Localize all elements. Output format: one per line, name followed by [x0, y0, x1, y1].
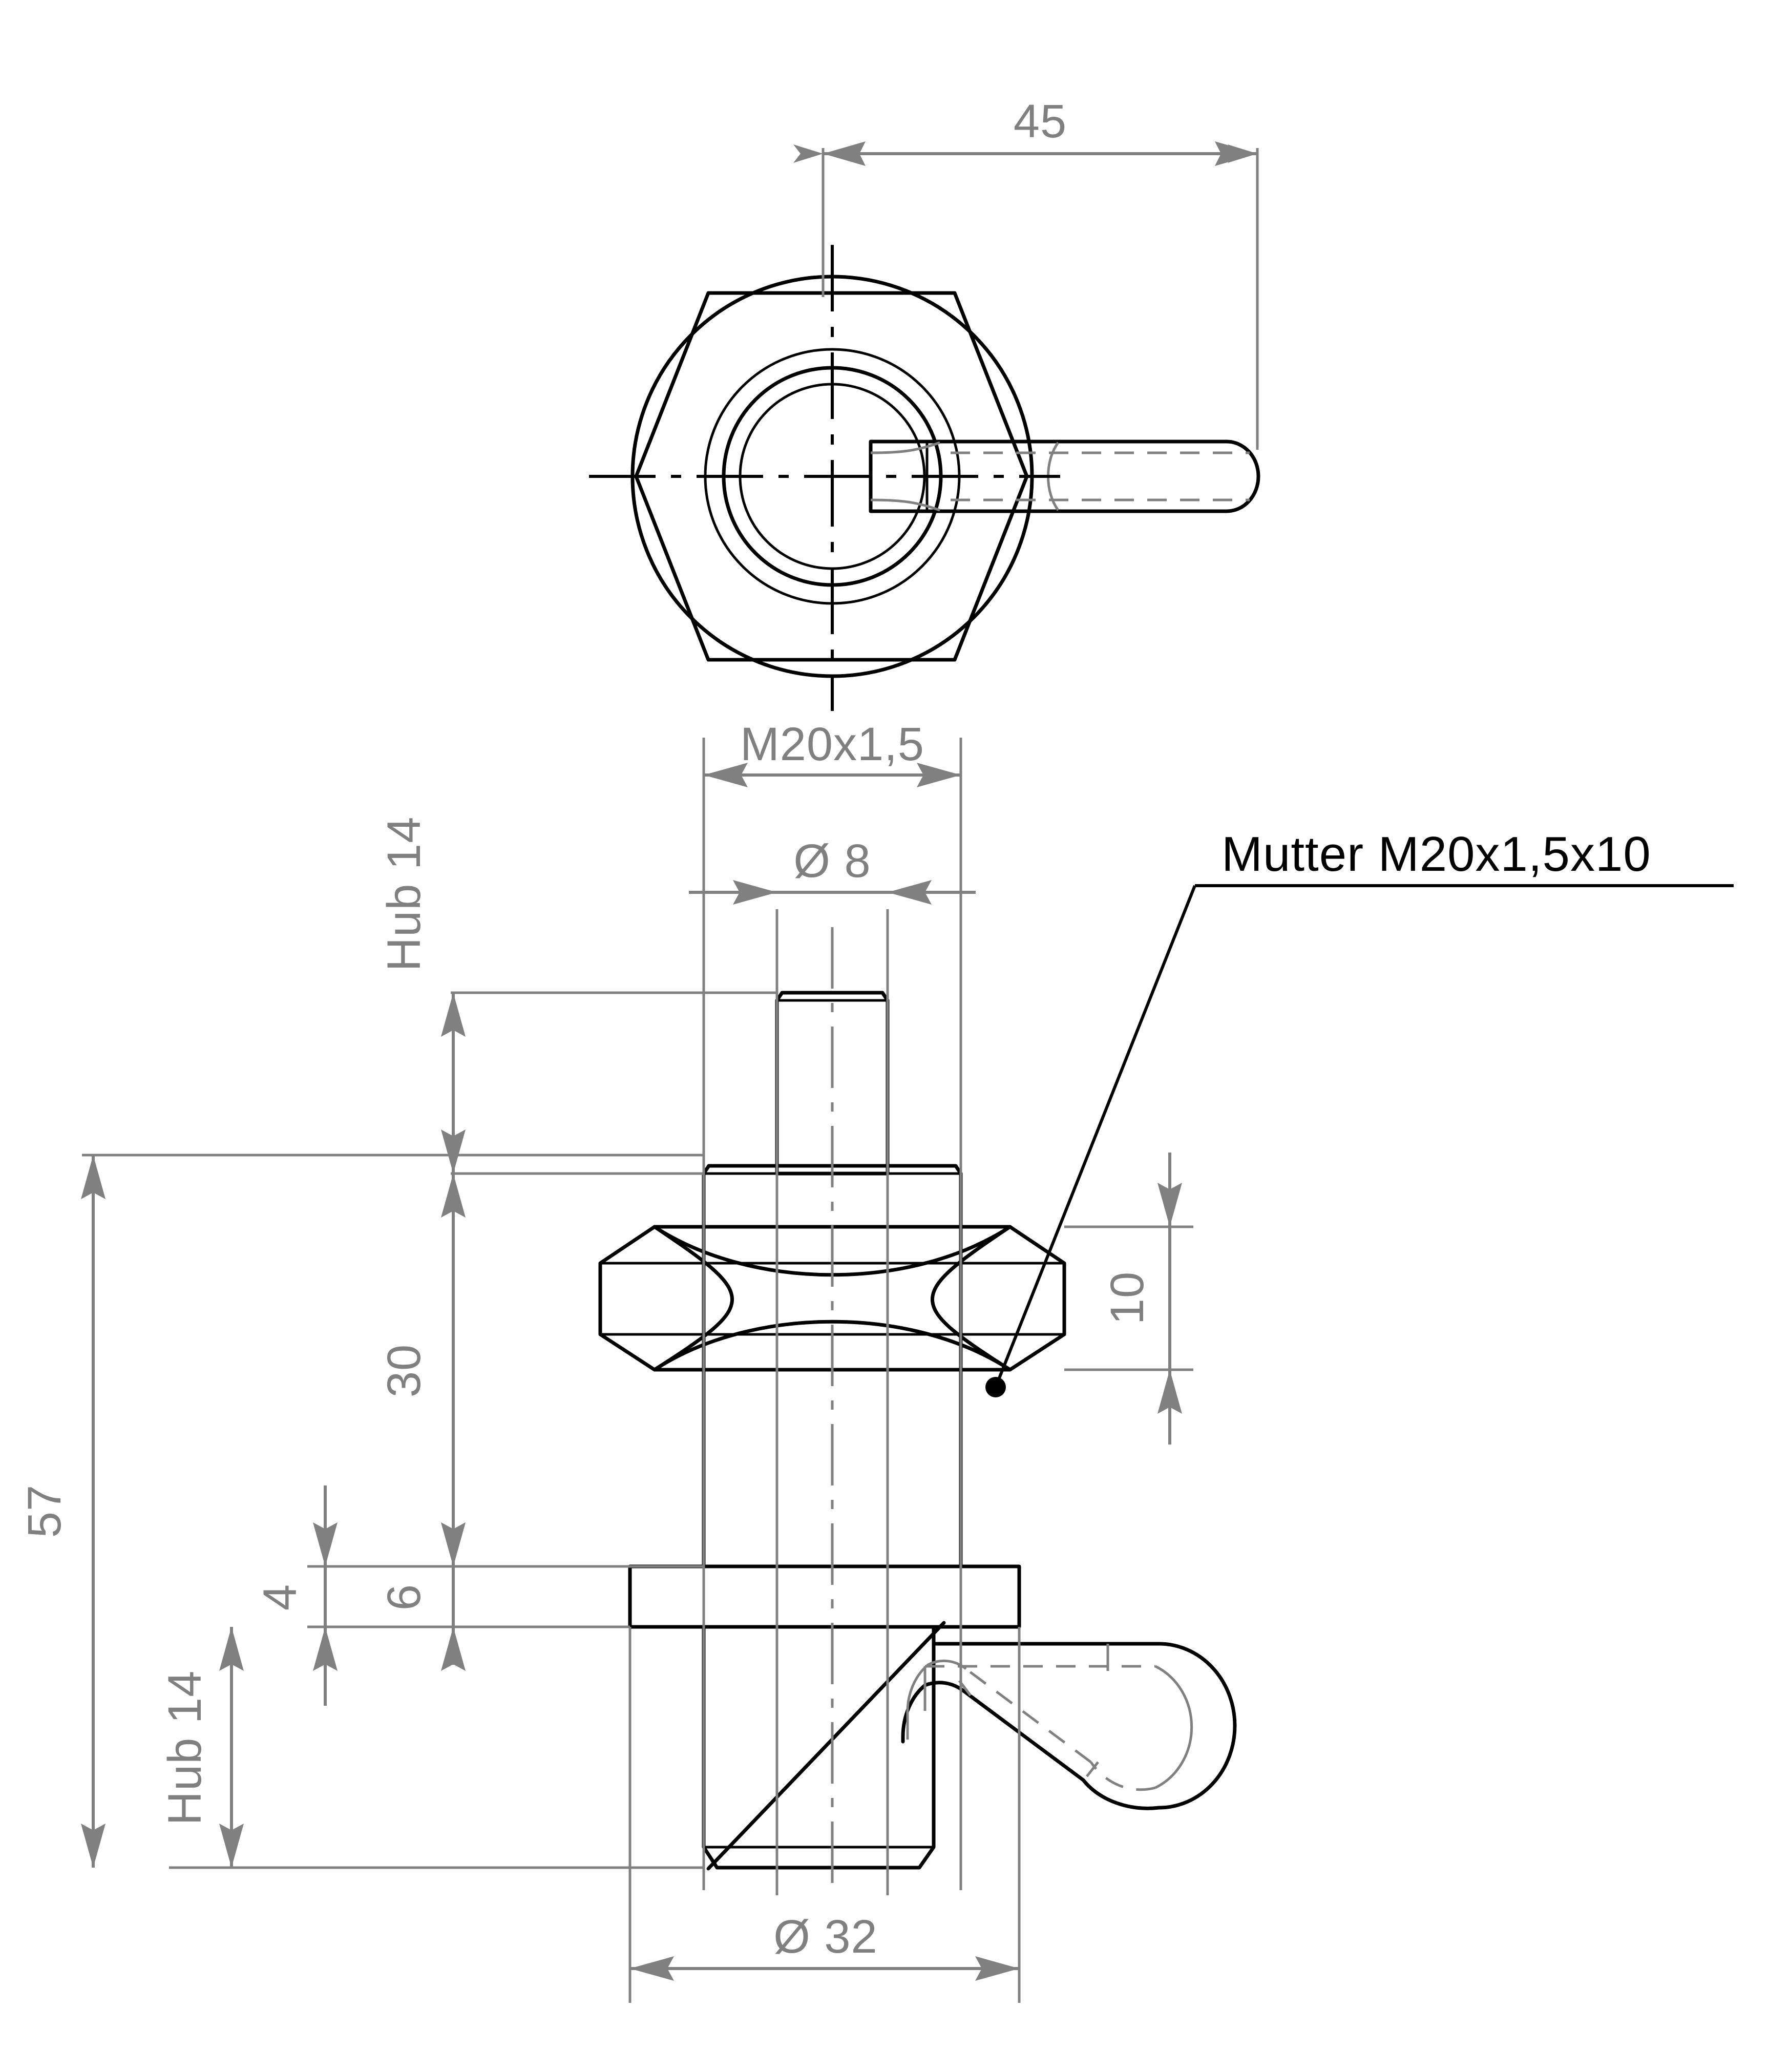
- dim-30-arrow-top: [441, 1174, 466, 1218]
- lever-fillet-upper: [870, 441, 940, 454]
- lower-stem-outline: [702, 1625, 936, 1870]
- dim-hub14-upper-arrow-top: [441, 993, 466, 1037]
- handle-hidden-diagonal: [965, 1667, 1092, 1764]
- dim-30-text: 30: [378, 1344, 430, 1397]
- handle-outline: [901, 1642, 1237, 1810]
- dim-d32-arrow-left: [630, 1956, 674, 1981]
- dim-m20-text: M20x1,5: [740, 718, 924, 770]
- dim-hub14-upper-text: Hub 14: [378, 817, 430, 972]
- dim-10-arrow-top: [1157, 1183, 1182, 1227]
- dim-4-arrow-bottom: [313, 1627, 338, 1671]
- dim-6-arrow-bottom: [441, 1627, 466, 1671]
- dim-45-arrow-right: [1215, 141, 1257, 166]
- dim-4-arrow-top: [313, 1522, 338, 1566]
- dim-d32-arrow-right: [975, 1956, 1019, 1981]
- dim-hub14-upper-arrow-bottom: [441, 1129, 466, 1174]
- dim-6-arrow-top: [441, 1522, 466, 1566]
- dim-d8-arrow-right: [888, 880, 932, 905]
- dim-10-text: 10: [1101, 1271, 1153, 1325]
- lever-arm-plan: [869, 439, 1260, 513]
- dim-m20-arrow-right: [917, 763, 961, 787]
- nut-chamfer-arc-bottom: [652, 1320, 1012, 1372]
- dim-4-text: 4: [254, 1584, 306, 1610]
- handle-inner-arc-right: [1154, 1665, 1193, 1789]
- lever-fillet-lower: [870, 498, 940, 512]
- dim-hub14-lower-arrow-bottom: [219, 1824, 244, 1868]
- callout-leader-diagonal: [994, 885, 1196, 1388]
- dim-45-arrow-left: [823, 141, 866, 166]
- flange-plate: [628, 1564, 1021, 1629]
- dim-6-text: 6: [378, 1584, 430, 1610]
- dim-hub14-lower-arrow-top: [219, 1627, 244, 1671]
- dim-45-text: 45: [1014, 95, 1067, 148]
- top-view-group: 45: [589, 95, 1260, 711]
- dim-d32-text: Ø 32: [773, 1911, 877, 1963]
- dim-57-text: 57: [18, 1484, 71, 1538]
- dim-hub14-lower-text: Hub 14: [159, 1670, 211, 1826]
- nut-chamfer-arc-right: [931, 1225, 1012, 1372]
- dim-57-arrow-top: [81, 1155, 106, 1199]
- dimension-group: M20x1,5 Ø 8 Ø 32 10 Hub 14 30: [18, 718, 1193, 1981]
- dim-d8-arrow-left: [733, 880, 777, 905]
- callout-nut-text: Mutter M20x1,5x10: [1222, 827, 1651, 882]
- callout-group: Mutter M20x1,5x10: [985, 827, 1734, 1397]
- dim-57-arrow-bottom: [81, 1824, 106, 1868]
- callout-leader-dot: [985, 1377, 1006, 1397]
- handle-inner-curve-left: [906, 1659, 967, 1740]
- section-cut-line: [706, 1621, 946, 1871]
- dim-10-arrow-bottom: [1157, 1370, 1182, 1414]
- handle-tick-right: [1086, 1761, 1099, 1777]
- dim-m20-arrow-left: [704, 763, 748, 787]
- dim-d8-text: Ø 8: [793, 835, 871, 887]
- nut-chamfer-arc-left: [652, 1225, 734, 1372]
- handle-hidden-arc: [1089, 1761, 1156, 1791]
